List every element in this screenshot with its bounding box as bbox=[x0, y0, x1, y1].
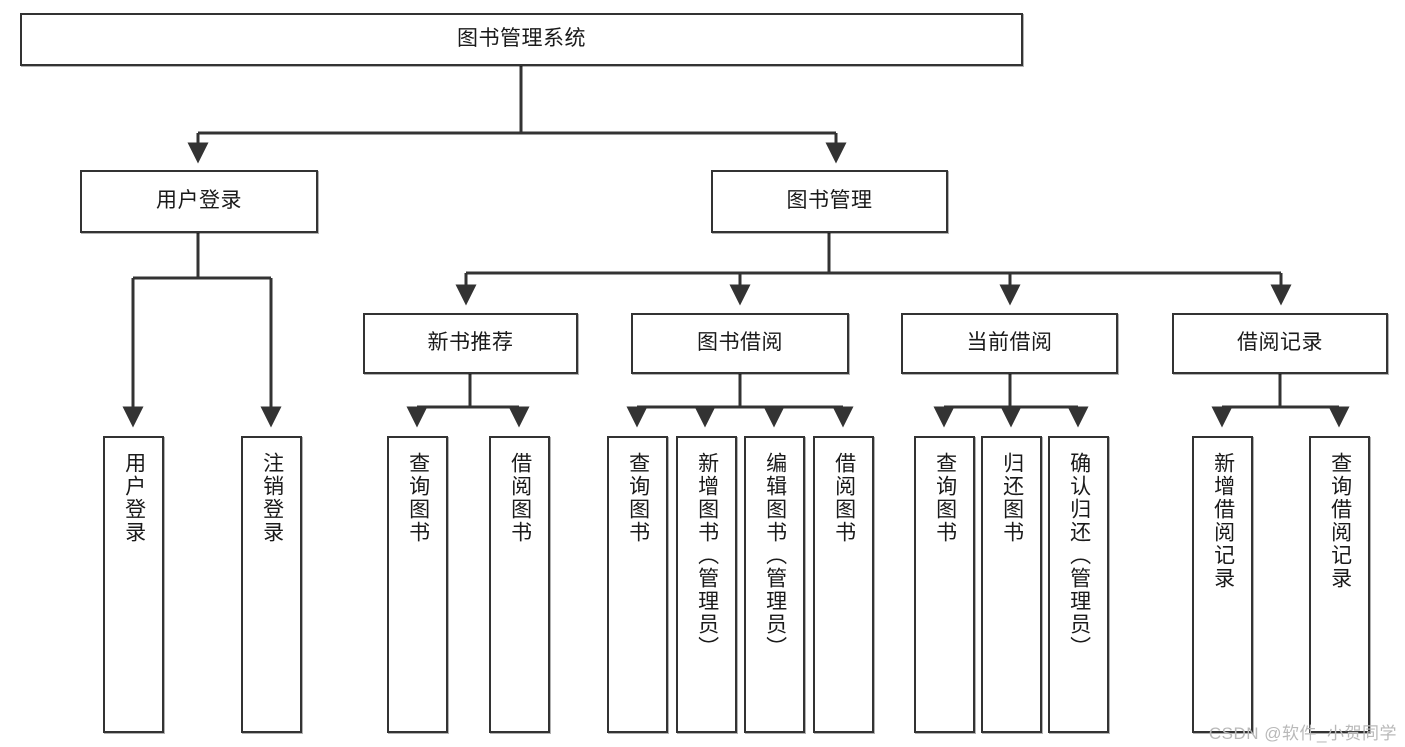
node-new-book-recommend-label: 新书推荐 bbox=[427, 331, 514, 355]
leaf-borrow-borrow-book-label: 借阅图书 bbox=[832, 452, 856, 544]
node-book-borrow[interactable]: 图书借阅 bbox=[631, 313, 849, 374]
node-borrow-record-label: 借阅记录 bbox=[1237, 331, 1323, 355]
node-book-borrow-label: 图书借阅 bbox=[697, 331, 783, 355]
leaf-user-login-signout-label: 注销登录 bbox=[260, 452, 284, 544]
leaf-current-query-book-label: 查询图书 bbox=[933, 452, 957, 544]
leaf-new-book-query-label: 查询图书 bbox=[406, 452, 430, 544]
node-root[interactable]: 图书管理系统 bbox=[20, 13, 1023, 66]
node-current-borrow-label: 当前借阅 bbox=[966, 331, 1053, 355]
watermark: CSDN @软件_小贺同学 bbox=[1208, 724, 1397, 743]
node-user-login[interactable]: 用户登录 bbox=[80, 170, 318, 233]
leaf-user-login-signin-label: 用户登录 bbox=[122, 452, 146, 544]
leaf-borrow-edit-book-label: 编辑图书（管理员） bbox=[763, 452, 787, 659]
leaf-user-login-signin[interactable]: 用户登录 bbox=[103, 436, 164, 733]
leaf-record-query-label: 查询借阅记录 bbox=[1328, 452, 1352, 590]
leaf-borrow-add-book[interactable]: 新增图书（管理员） bbox=[676, 436, 737, 733]
leaf-current-return-book[interactable]: 归还图书 bbox=[981, 436, 1042, 733]
leaf-new-book-borrow[interactable]: 借阅图书 bbox=[489, 436, 550, 733]
leaf-current-return-book-label: 归还图书 bbox=[1000, 452, 1024, 544]
node-root-label: 图书管理系统 bbox=[457, 27, 586, 51]
node-book-management[interactable]: 图书管理 bbox=[711, 170, 948, 233]
leaf-user-login-signout[interactable]: 注销登录 bbox=[241, 436, 302, 733]
node-user-login-label: 用户登录 bbox=[156, 189, 242, 213]
node-current-borrow[interactable]: 当前借阅 bbox=[901, 313, 1118, 374]
leaf-borrow-query-book[interactable]: 查询图书 bbox=[607, 436, 668, 733]
leaf-record-add[interactable]: 新增借阅记录 bbox=[1192, 436, 1253, 733]
leaf-current-query-book[interactable]: 查询图书 bbox=[914, 436, 975, 733]
leaf-borrow-query-book-label: 查询图书 bbox=[626, 452, 650, 544]
leaf-record-query[interactable]: 查询借阅记录 bbox=[1309, 436, 1370, 733]
leaf-borrow-add-book-label: 新增图书（管理员） bbox=[695, 452, 719, 659]
leaf-new-book-borrow-label: 借阅图书 bbox=[508, 452, 532, 544]
node-borrow-record[interactable]: 借阅记录 bbox=[1172, 313, 1388, 374]
leaf-current-confirm-return-label: 确认归还（管理员） bbox=[1067, 452, 1091, 659]
node-new-book-recommend[interactable]: 新书推荐 bbox=[363, 313, 578, 374]
leaf-borrow-borrow-book[interactable]: 借阅图书 bbox=[813, 436, 874, 733]
leaf-borrow-edit-book[interactable]: 编辑图书（管理员） bbox=[744, 436, 805, 733]
leaf-new-book-query[interactable]: 查询图书 bbox=[387, 436, 448, 733]
leaf-record-add-label: 新增借阅记录 bbox=[1211, 452, 1235, 590]
node-book-management-label: 图书管理 bbox=[786, 189, 873, 213]
leaf-current-confirm-return[interactable]: 确认归还（管理员） bbox=[1048, 436, 1109, 733]
